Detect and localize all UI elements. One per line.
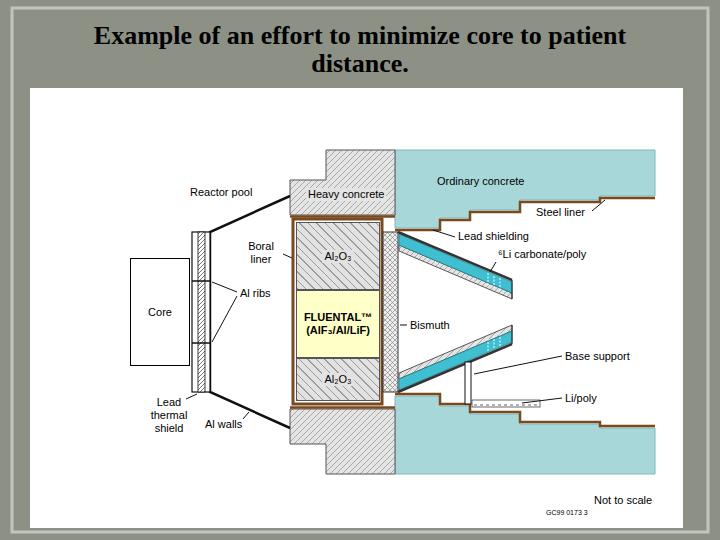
part-label: Lead shielding — [458, 230, 529, 243]
fluental-block: FLUENTAL™ (AlF₃/Al/LiF) — [296, 290, 380, 358]
note-text: Not to scale — [594, 494, 652, 507]
al-rib — [192, 342, 210, 344]
core-box: Core — [130, 258, 190, 366]
slide-title: Example of an effort to minimize core to… — [70, 22, 650, 78]
node-text: FLUENTAL™ (AlF₃/Al/LiF) — [300, 311, 376, 337]
leader-line — [212, 296, 237, 342]
part-label: Al ribs — [240, 287, 271, 300]
node-text: Al₂O₃ — [322, 250, 353, 263]
leader-line — [243, 412, 249, 419]
ordinary-concrete — [395, 150, 655, 228]
base-support — [465, 362, 471, 404]
leader-line — [212, 282, 237, 292]
lead-thermal-shield — [198, 232, 205, 392]
lead-shielding — [398, 344, 512, 392]
material-label: Heavy concrete — [306, 188, 386, 201]
white-panel — [30, 88, 683, 528]
boral-liner — [293, 219, 382, 404]
heavy-concrete — [290, 409, 395, 474]
node-text: Core — [148, 306, 172, 319]
steel-liner — [395, 198, 655, 230]
part-label: Li/poly — [565, 392, 597, 405]
leader-line — [592, 200, 605, 211]
leader-line — [522, 398, 562, 403]
part-label: Steel liner — [536, 206, 585, 219]
alumina-block: Al₂O₃ — [296, 222, 380, 290]
lithium-band — [399, 331, 512, 390]
steel-liner — [290, 406, 395, 409]
material-label: Ordinary concrete — [437, 175, 524, 188]
collimator-end — [511, 325, 512, 344]
li-poly-strip — [472, 400, 540, 407]
alumina-block: Al₂O₃ — [296, 358, 380, 401]
leader-lines — [186, 200, 605, 419]
figure-code: GC99 0173 3 — [546, 508, 588, 517]
al-walls — [210, 196, 290, 428]
steel-liner — [290, 215, 395, 218]
al-rib — [192, 280, 210, 282]
heavy-concrete — [290, 150, 395, 215]
leader-line — [283, 254, 292, 258]
leader-line — [186, 394, 197, 399]
part-label: ⁶Li carbonate/poly — [498, 248, 586, 261]
leader-line — [474, 356, 562, 374]
leader-line — [400, 325, 407, 326]
ordinary-concrete — [395, 396, 655, 474]
collimator-end — [511, 280, 512, 299]
part-label: Bismuth — [410, 319, 450, 332]
leader-line — [433, 230, 455, 237]
leader-line — [490, 262, 496, 272]
area-label: Reactor pool — [190, 186, 252, 199]
steel-liner — [395, 394, 655, 426]
bismuth-block — [383, 232, 398, 392]
node-text: Al₂O₃ — [322, 373, 353, 386]
part-label: Boral liner — [240, 240, 282, 266]
lithium-band — [399, 234, 512, 293]
lead-thermal-shield — [192, 232, 210, 392]
part-label: Al walls — [205, 418, 242, 431]
band-marks — [488, 273, 500, 351]
slide-frame — [12, 8, 708, 532]
part-label: Lead thermal shield — [144, 396, 194, 435]
part-label: Base support — [565, 350, 630, 363]
